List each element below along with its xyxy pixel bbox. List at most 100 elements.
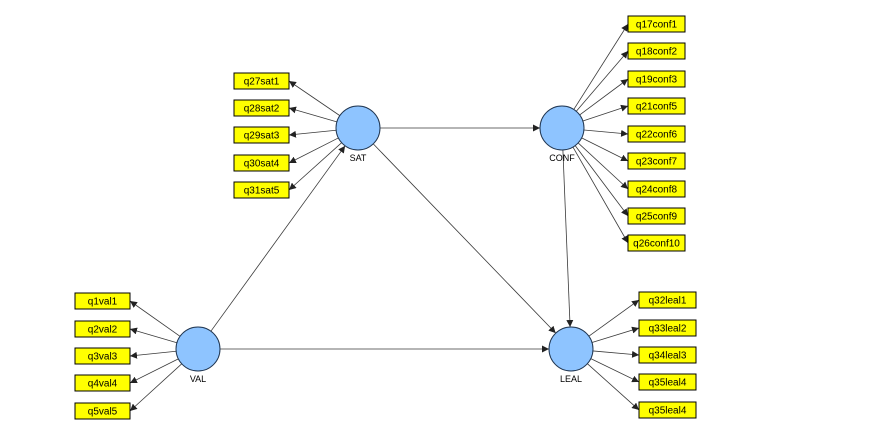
indicator-box-q4val4[interactable]: q4val4 [74,374,131,392]
indicator-rect[interactable] [74,374,131,392]
indicator-box-q32leal1[interactable]: q32leal1 [638,291,697,309]
indicator-box-q31sat5[interactable]: q31sat5 [233,181,290,199]
indicator-rect[interactable] [627,234,686,252]
loading-arrow-q33leal2 [591,326,640,343]
indicator-rect[interactable] [74,292,131,310]
indicator-box-q22conf6[interactable]: q22conf6 [627,125,686,143]
nodes-layer: q27sat1 q28sat2 q29sat3 q30sat4 q31sat5 q17co… [74,15,697,420]
latent-circle[interactable] [175,326,221,372]
indicator-box-q3val3[interactable]: q3val3 [74,347,131,365]
indicator-rect[interactable] [233,181,290,199]
indicator-rect[interactable] [627,15,686,33]
indicator-rect[interactable] [233,99,290,117]
indicator-rect[interactable] [627,70,686,88]
latent-node-conf[interactable]: CONF [539,105,585,163]
indicator-label: q30sat4 [244,159,280,170]
indicator-label: q27sat1 [244,77,280,88]
indicator-label: q18conf2 [636,47,678,58]
indicator-label: q34leal3 [649,351,687,362]
indicator-rect[interactable] [627,180,686,198]
indicator-box-q34leal3[interactable]: q34leal3 [638,346,697,364]
latent-circle[interactable] [539,105,585,151]
indicator-box-q30sat4[interactable]: q30sat4 [233,154,290,172]
indicator-box-q33leal2[interactable]: q33leal2 [638,319,697,337]
loading-arrow-q31sat5 [288,142,342,191]
indicator-label: q19conf3 [636,75,678,86]
indicator-rect[interactable] [638,346,697,364]
indicator-box-q26conf10[interactable]: q26conf10 [627,234,686,252]
indicator-rect[interactable] [74,347,131,365]
indicator-rect[interactable] [638,373,697,391]
indicator-rect[interactable] [233,126,290,144]
indicator-label: q5val5 [88,407,118,418]
indicator-rect[interactable] [627,207,686,225]
indicator-box-q18conf2[interactable]: q18conf2 [627,42,686,60]
path-val-to-sat [210,145,346,332]
loading-arrow-q4val4 [129,358,179,384]
loading-arrow-q21conf5 [582,104,629,122]
latent-label: CONF [549,153,575,163]
indicator-rect[interactable] [627,125,686,143]
indicator-rect[interactable] [74,320,131,338]
indicator-rect[interactable] [638,401,697,419]
indicator-rect[interactable] [627,42,686,60]
loading-arrow-q34leal3 [592,350,640,358]
indicator-label: q31sat5 [244,186,280,197]
indicator-label: q32leal1 [649,296,687,307]
latent-node-val[interactable]: VAL [175,326,221,384]
latent-node-leal[interactable]: LEAL [548,326,594,384]
loading-arrow-q22conf6 [583,129,629,137]
latent-label: LEAL [560,374,582,384]
loading-arrow-q25conf9 [574,145,629,217]
indicator-label: q1val1 [88,297,118,308]
loading-arrow-q24conf8 [577,142,629,190]
indicator-box-q24conf8[interactable]: q24conf8 [627,180,686,198]
latent-label: SAT [350,153,367,163]
indicator-label: q24conf8 [636,185,678,196]
edges-layer [129,23,640,412]
indicator-rect[interactable] [74,402,131,420]
indicator-label: q26conf10 [633,239,680,250]
loading-arrow-q26conf10 [572,146,629,244]
loading-arrow-q1val1 [129,300,181,337]
path-sat-to-leal [372,143,557,334]
indicator-box-q19conf3[interactable]: q19conf3 [627,70,686,88]
indicator-label: q33leal2 [649,324,687,335]
loading-arrow-q30sat4 [288,137,339,164]
loading-arrow-q2val2 [129,327,178,344]
indicator-box-q1val1[interactable]: q1val1 [74,292,131,310]
indicator-label: q28sat2 [244,104,280,115]
indicator-box-q17conf1[interactable]: q17conf1 [627,15,686,33]
indicator-rect[interactable] [627,152,686,170]
indicator-rect[interactable] [627,97,686,115]
loading-arrow-q35leal4 [587,363,640,411]
indicator-label: q23conf7 [636,157,678,168]
indicator-rect[interactable] [233,72,290,90]
indicator-label: q25conf9 [636,212,678,223]
indicator-box-q35leal4[interactable]: q35leal4 [638,373,697,391]
indicator-box-q28sat2[interactable]: q28sat2 [233,99,290,117]
indicator-rect[interactable] [638,319,697,337]
loading-arrow-q35leal4 [590,358,640,383]
latent-node-sat[interactable]: SAT [335,105,381,163]
latent-circle[interactable] [548,326,594,372]
indicator-label: q3val3 [88,352,118,363]
loading-arrow-q17conf1 [573,23,629,110]
indicator-rect[interactable] [233,154,290,172]
latent-circle[interactable] [335,105,381,151]
loading-arrow-q32leal1 [588,299,640,337]
indicator-box-q2val2[interactable]: q2val2 [74,320,131,338]
indicator-box-q29sat3[interactable]: q29sat3 [233,126,290,144]
indicator-box-q25conf9[interactable]: q25conf9 [627,207,686,225]
indicator-box-q23conf7[interactable]: q23conf7 [627,152,686,170]
loading-arrow-q23conf7 [581,137,629,162]
loading-arrow-q27sat1 [288,80,341,116]
indicator-label: q35leal4 [649,378,687,389]
indicator-box-q35leal4[interactable]: q35leal4 [638,401,697,419]
indicator-box-q5val5[interactable]: q5val5 [74,402,131,420]
indicator-rect[interactable] [638,291,697,309]
indicator-label: q35leal4 [649,406,687,417]
indicator-box-q27sat1[interactable]: q27sat1 [233,72,290,90]
indicator-box-q21conf5[interactable]: q21conf5 [627,97,686,115]
